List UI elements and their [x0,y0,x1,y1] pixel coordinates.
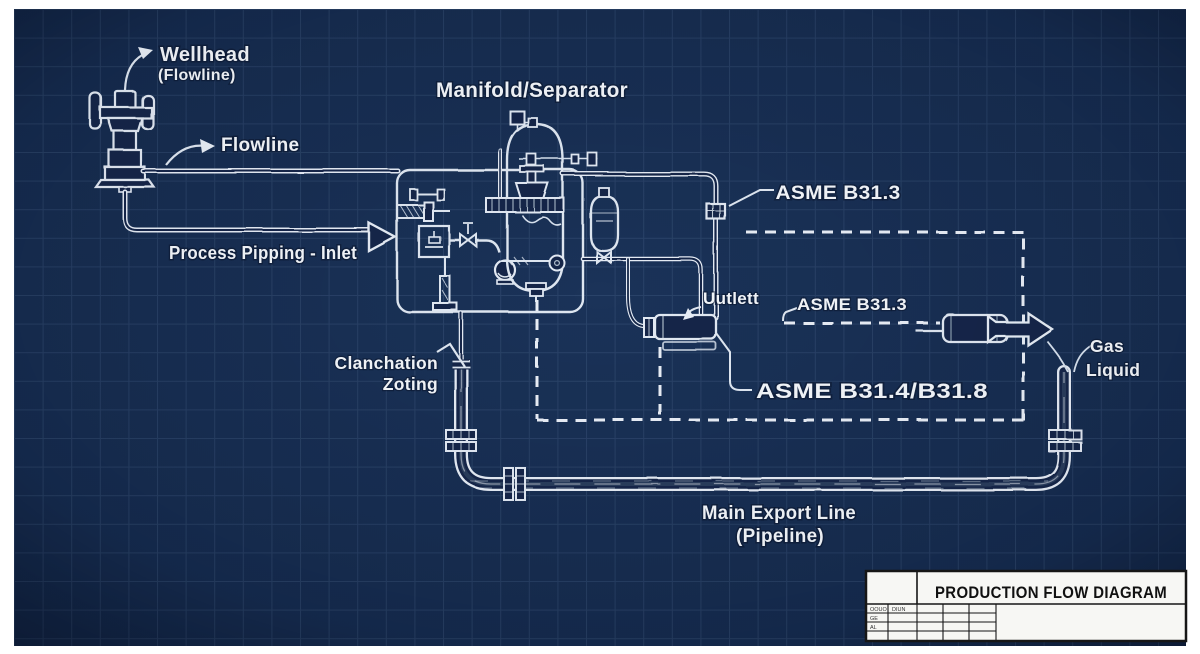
asme-b314-label: ASME B31.4/B31.8 [756,380,988,403]
title-block-title: PRODUCTION FLOW DIAGRAM [935,583,1167,602]
title-block-frame [864,569,1188,643]
asme-b313-mid-label: ASME B31.3 [797,295,907,314]
title-block-rev-cell-4: AL [870,625,877,631]
title-block-rev-cell-3: GE [870,616,878,622]
outlet-label: Uutlett [703,289,759,308]
export-label-line1: Main Export Line [702,503,856,524]
title-block: PRODUCTION FLOW DIAGRAM OOUO DIUN GE AL [864,569,1188,643]
wellhead-sublabel: (Flowline) [158,67,236,84]
asme-b313-top-label: ASME B31.3 [776,183,901,204]
clamp-label-line2: Zoting [383,374,438,394]
wellhead-label: Wellhead [160,44,250,66]
title-block-rev-cell-2: DIUN [892,607,905,613]
export-label-line2: (Pipeline) [736,526,824,547]
gas-label: Gas [1090,336,1124,356]
title-block-rev-cell-1: OOUO [870,607,888,613]
clamp-label-line1: Clanchation [335,353,438,373]
flowline-label: Flowline [221,135,299,156]
liquid-label: Liquid [1086,360,1140,380]
diagram-title-label: Manifold/Separator [436,79,628,102]
process-inlet-label: Process Pipping - Inlet [169,242,357,263]
